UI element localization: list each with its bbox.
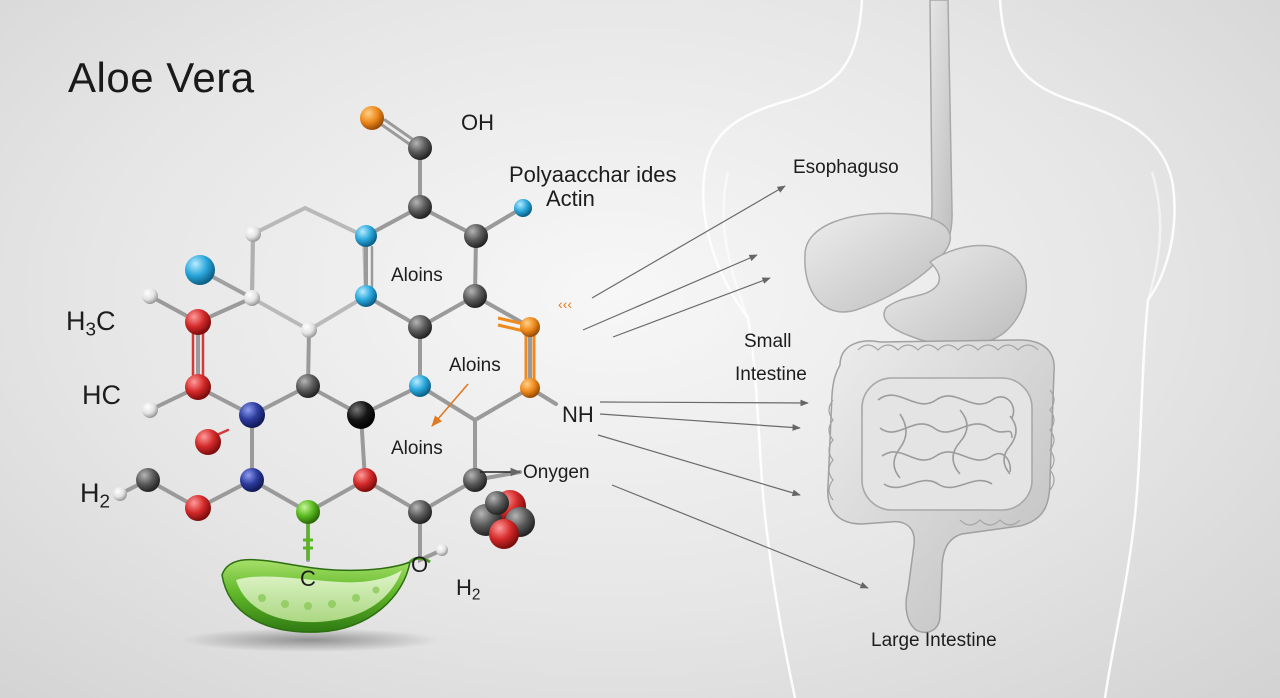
oxygen-cluster <box>470 490 535 549</box>
atom-green <box>296 500 320 524</box>
molecule-atoms <box>113 106 540 556</box>
atom-carbon <box>136 468 160 492</box>
page-title: Aloe Vera <box>68 54 255 101</box>
label-small-intestine-line1: Small <box>744 331 792 352</box>
atom-navy <box>239 402 265 428</box>
label-h2-left: H2 <box>80 478 110 514</box>
atom-red <box>353 468 377 492</box>
atom-red <box>185 309 211 335</box>
atom-white <box>301 322 317 338</box>
atom-carbon <box>408 315 432 339</box>
atom-white <box>436 544 448 556</box>
label-h2-bottom-h: H <box>456 575 472 600</box>
label-h2-left-h: H <box>80 478 100 508</box>
atom-navy <box>240 468 264 492</box>
atom-orange <box>520 317 540 337</box>
digestive-organs <box>804 0 1055 634</box>
label-aloins-3: Aloins <box>391 438 443 459</box>
atom-carbon <box>463 468 487 492</box>
atom-red <box>195 429 221 455</box>
atom-white <box>245 226 261 242</box>
label-h2-bottom: H2 <box>456 575 480 605</box>
atom-red <box>185 495 211 521</box>
atom-blue-actin <box>514 199 532 217</box>
atom-orange-top <box>360 106 384 130</box>
atom-carbon <box>464 224 488 248</box>
atom-blue-large <box>185 255 215 285</box>
label-orange-mark: ‹‹‹ <box>558 296 572 312</box>
label-h3c-c: C <box>96 306 116 336</box>
atom-blue <box>409 375 431 397</box>
label-hc: HC <box>82 380 121 410</box>
atom-blue <box>355 285 377 307</box>
label-c: C <box>300 566 316 591</box>
atom-red <box>185 374 211 400</box>
label-h3c-h: H <box>66 306 86 336</box>
label-h3c: H3C <box>66 306 116 342</box>
label-aloins-2: Aloins <box>449 355 501 376</box>
atom-white <box>142 288 158 304</box>
atom-black <box>347 401 375 429</box>
label-polysaccharides: Polyaacchar ides <box>509 162 677 187</box>
label-h3c-subscript: 3 <box>85 319 97 341</box>
label-small-intestine-line2: Intestine <box>735 364 807 385</box>
liver-shape <box>804 212 951 313</box>
label-h2-bottom-subscript: 2 <box>471 586 481 604</box>
small-intestine-shape <box>861 377 1033 511</box>
atom-white <box>244 290 260 306</box>
label-large-intestine: Large Intestine <box>871 630 997 651</box>
atom-white <box>113 487 127 501</box>
atom-carbon <box>463 284 487 308</box>
body-silhouette <box>702 0 1176 698</box>
aloe-leaf <box>180 524 440 652</box>
label-actin: Actin <box>546 186 595 211</box>
label-h2-left-subscript: 2 <box>99 491 111 513</box>
label-aloins-1: Aloins <box>391 265 443 286</box>
pointer-arrows <box>582 185 869 589</box>
aloins-arrow <box>431 383 469 427</box>
label-nh: NH <box>562 402 594 427</box>
label-oh: OH <box>461 110 494 135</box>
atom-orange <box>520 378 540 398</box>
label-onygen: Onygen <box>523 462 590 483</box>
label-esophagus: Esophaguso <box>793 157 899 178</box>
atom-carbon-top <box>408 136 432 160</box>
atom-carbon <box>296 374 320 398</box>
atom-carbon <box>408 500 432 524</box>
atom-carbon <box>408 195 432 219</box>
label-o: O <box>411 552 429 577</box>
atom-blue <box>355 225 377 247</box>
atom-white <box>142 402 158 418</box>
